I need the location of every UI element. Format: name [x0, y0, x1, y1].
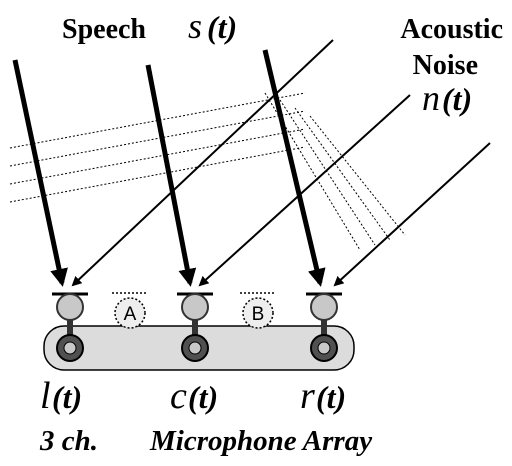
noise-label-line1: Acoustic — [400, 14, 503, 45]
wavefront-line — [294, 107, 391, 241]
speech-label: Speech — [62, 14, 146, 45]
noise-arrow-left — [71, 39, 334, 287]
noise-arrow-right — [333, 142, 491, 287]
mic-left-symbol: l — [40, 375, 51, 417]
speech-symbol: s — [188, 6, 202, 46]
noise-arrow-center — [198, 94, 411, 287]
caption-text: Microphone Array — [149, 425, 372, 457]
wavefront-line — [309, 115, 406, 236]
mic-center-symbol: c — [170, 375, 187, 417]
mic-right-arg: (t) — [316, 379, 346, 415]
noise-arrows — [71, 39, 491, 287]
microphone-left — [52, 292, 88, 362]
speech-arrow-left — [12, 59, 68, 287]
microphone-right — [306, 292, 342, 362]
microphone-center — [177, 292, 213, 362]
region-a-label: A — [124, 304, 137, 325]
mic-left-arg: (t) — [52, 379, 82, 415]
speech-arrow-center — [145, 64, 197, 287]
region-a: A — [112, 292, 148, 329]
region-b: B — [240, 292, 276, 329]
mic-right-symbol: r — [300, 375, 315, 417]
noise-wavefronts — [9, 92, 406, 251]
speech-arrows — [12, 49, 326, 287]
noise-arg: (t) — [442, 81, 472, 117]
noise-label-line2: Noise — [413, 50, 478, 81]
region-b-label: B — [252, 304, 265, 325]
speech-arrow-right — [262, 49, 326, 287]
noise-symbol: n — [422, 78, 440, 118]
wavefront-line — [264, 92, 361, 251]
caption-channel-count: 3 ch. — [39, 425, 98, 457]
mic-center-arg: (t) — [188, 379, 218, 415]
wavefront-line — [279, 99, 376, 246]
wavefront-line — [9, 128, 306, 185]
wavefront-line — [9, 146, 306, 203]
speech-arg: (t) — [207, 9, 237, 45]
